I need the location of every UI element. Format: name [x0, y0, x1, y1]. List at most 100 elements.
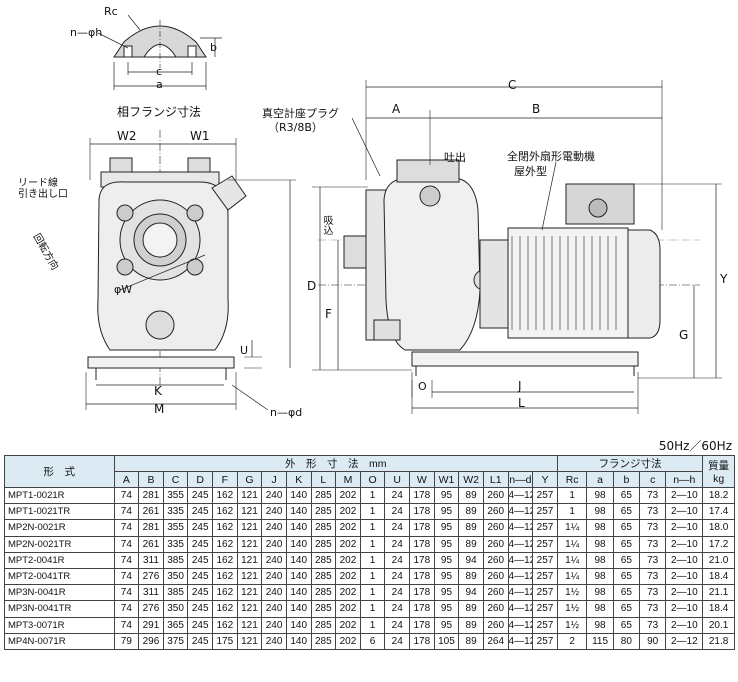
value-cell: 65 — [612, 567, 641, 586]
value-cell: 2—10 — [665, 551, 704, 569]
Y-label: Y — [720, 272, 728, 286]
sub-header-cell: B — [138, 471, 164, 488]
front-view — [85, 130, 296, 411]
model-cell: MP3N-0041TR — [4, 600, 115, 618]
value-cell: 178 — [409, 535, 435, 553]
value-cell: 1 — [359, 551, 386, 569]
suction-label: 吸込 — [321, 215, 332, 235]
value-cell: 140 — [285, 535, 312, 553]
value-cell: 1 — [359, 584, 386, 602]
value-cell: 285 — [310, 503, 337, 521]
value-cell: 285 — [310, 551, 337, 569]
value-cell: 74 — [113, 616, 140, 634]
flange-header: フランジ寸法 — [556, 455, 704, 472]
model-cell: MPT2-0041R — [4, 551, 115, 569]
value-cell: 89 — [458, 567, 484, 586]
value-cell: 98 — [586, 519, 614, 537]
W1-label: W1 — [190, 129, 210, 143]
value-cell: 74 — [113, 551, 140, 569]
model-cell: MP2N-0021TR — [4, 535, 115, 553]
value-cell: 21.0 — [702, 551, 735, 569]
value-cell: 121 — [236, 584, 263, 602]
sub-header-cell: W — [409, 471, 435, 488]
value-cell: 65 — [612, 503, 641, 521]
value-cell: 2—12 — [665, 632, 704, 650]
discharge-label: 吐出 — [444, 151, 466, 164]
value-cell: 2—10 — [665, 535, 704, 553]
value-cell: 1¼ — [556, 551, 588, 569]
value-cell: 1 — [359, 486, 386, 505]
sub-header-cell: M — [335, 471, 361, 488]
value-cell: 385 — [162, 551, 189, 569]
value-cell: 95 — [433, 567, 460, 586]
value-cell: 260 — [482, 503, 509, 521]
value-cell: 89 — [458, 503, 484, 521]
value-cell: 2—10 — [665, 600, 704, 618]
value-cell: 73 — [639, 584, 667, 602]
value-cell: 89 — [458, 519, 484, 537]
value-cell: 202 — [335, 567, 361, 586]
L-label: L — [518, 396, 525, 410]
value-cell: 1¼ — [556, 535, 588, 553]
mass-unit: kg — [713, 473, 725, 485]
F-label: F — [325, 307, 332, 321]
value-cell: 257 — [532, 503, 558, 521]
value-cell: 24 — [384, 567, 411, 586]
sub-header-cell: W2 — [458, 471, 484, 488]
value-cell: 89 — [458, 486, 484, 505]
value-cell: 1 — [359, 535, 386, 553]
U-label: U — [240, 344, 249, 357]
value-cell: 285 — [310, 535, 337, 553]
value-cell: 245 — [187, 616, 214, 634]
value-cell: 1 — [556, 486, 588, 505]
vacuum-plug-size-label: （R3/8B） — [268, 121, 323, 134]
value-cell: 24 — [384, 600, 411, 618]
model-header: 形 式 — [4, 455, 115, 488]
value-cell: 257 — [532, 486, 558, 505]
n-phi-d-label: n—φd — [270, 406, 303, 419]
sub-header-cell: U — [384, 471, 411, 488]
value-cell: 257 — [532, 632, 558, 650]
pump-dimension-drawing — [85, 14, 722, 414]
value-cell: 20.1 — [702, 616, 735, 634]
value-cell: 105 — [433, 632, 460, 650]
value-cell: 98 — [586, 551, 614, 569]
value-cell: 4—12 — [507, 567, 534, 586]
value-cell: 17.4 — [702, 503, 735, 521]
value-cell: 95 — [433, 551, 460, 569]
value-cell: 240 — [261, 616, 287, 634]
value-cell: 121 — [236, 519, 263, 537]
value-cell: 2—10 — [665, 584, 704, 602]
sub-header-cell: Rc — [556, 471, 588, 488]
value-cell: 94 — [458, 584, 484, 602]
value-cell: 178 — [409, 519, 435, 537]
value-cell: 2—10 — [665, 616, 704, 634]
value-cell: 65 — [612, 584, 641, 602]
value-cell: 74 — [113, 600, 140, 618]
value-cell: 178 — [409, 503, 435, 521]
value-cell: 65 — [612, 519, 641, 537]
value-cell: 121 — [236, 503, 263, 521]
value-cell: 18.0 — [702, 519, 735, 537]
value-cell: 98 — [586, 584, 614, 602]
model-cell: MPT2-0041TR — [4, 567, 115, 586]
sub-header-cell: c — [639, 471, 667, 488]
value-cell: 95 — [433, 519, 460, 537]
c-small-label: c — [156, 65, 163, 78]
value-cell: 257 — [532, 584, 558, 602]
value-cell: 245 — [187, 535, 214, 553]
mass-header-label: 質量 — [708, 460, 730, 472]
value-cell: 95 — [433, 535, 460, 553]
value-cell: 24 — [384, 584, 411, 602]
value-cell: 140 — [285, 551, 312, 569]
value-cell: 89 — [458, 632, 484, 650]
value-cell: 18.4 — [702, 567, 735, 586]
value-cell: 1¼ — [556, 519, 588, 537]
side-view — [312, 80, 722, 414]
sub-header-cell: O — [359, 471, 386, 488]
